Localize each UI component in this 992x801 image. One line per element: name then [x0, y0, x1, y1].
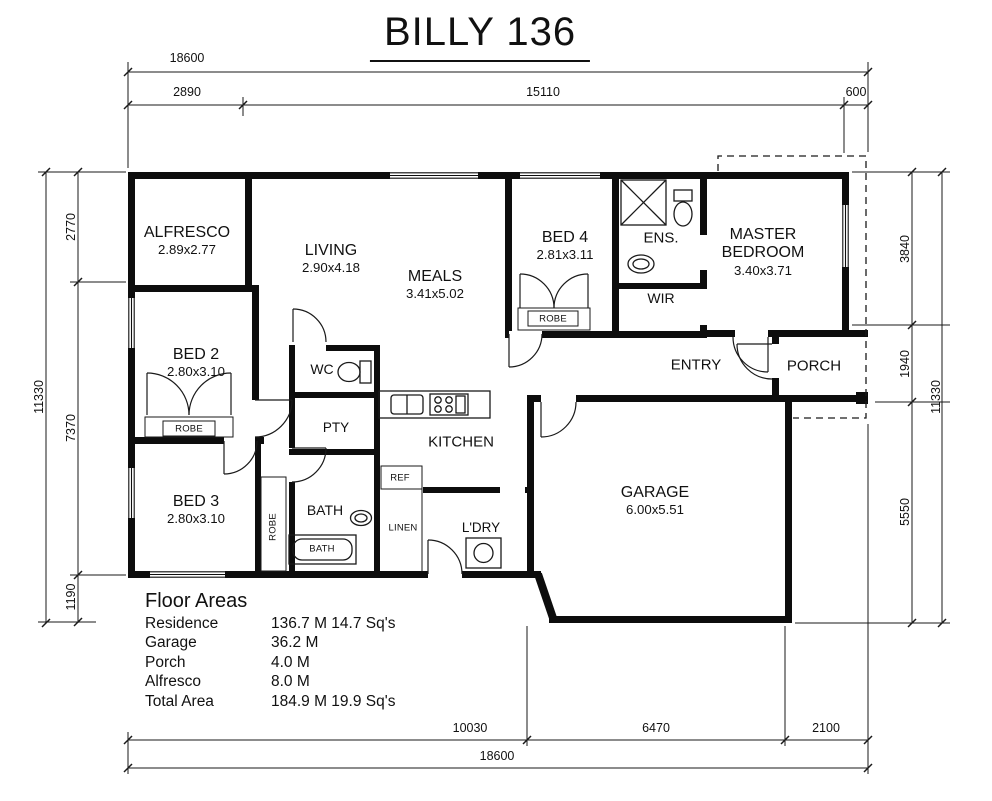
room-label-alfresco: ALFRESCO 2.89x2.77	[143, 224, 231, 258]
bathtub-icon	[288, 534, 357, 565]
floor-areas-heading: Floor Areas	[145, 590, 248, 612]
laundry-tub-icon	[465, 537, 502, 569]
room-label-bed4: BED 4 2.81x3.11	[536, 229, 594, 263]
basin-icon	[349, 509, 373, 527]
room-label-living: LIVING 2.90x4.18	[302, 242, 360, 276]
windows	[128, 172, 849, 578]
room-label-wir: WIR	[647, 289, 675, 306]
floor-area-row: Residence 136.7 M 14.7 Sq's	[145, 614, 395, 633]
walls	[128, 172, 868, 623]
floor-area-row: Garage 36.2 M	[145, 633, 395, 652]
room-label-ens: ENS.	[643, 229, 679, 247]
room-label-entry: ENTRY	[670, 356, 722, 374]
room-label-pty: PTY	[322, 420, 350, 436]
floor-area-value: 36.2 M	[271, 634, 319, 652]
fixtures	[144, 179, 693, 572]
robe-box	[144, 416, 234, 438]
room-label-bed3: BED 3 2.80x3.10	[167, 493, 225, 527]
robe-label-bed2: ROBE	[175, 423, 203, 435]
floor-area-label: Garage	[145, 634, 197, 652]
toilet-icon	[337, 360, 372, 384]
dim-top-overall: 18600	[169, 51, 205, 65]
floor-area-label: Total Area	[145, 692, 214, 710]
floor-area-value: 4.0 M	[271, 653, 310, 671]
dim-bottom-seg3: 2100	[812, 721, 840, 735]
shower-icon	[620, 179, 667, 226]
dim-right-seg2: 1940	[898, 350, 912, 378]
dim-top-seg2: 15110	[526, 85, 560, 99]
dim-left-seg3: 1190	[64, 583, 78, 611]
room-label-wc: WC	[310, 360, 334, 377]
toilet-icon	[673, 189, 693, 227]
dim-top-seg1: 2890	[173, 85, 201, 99]
dim-left-overall: 11330	[32, 380, 46, 414]
dim-right-seg1: 3840	[898, 235, 912, 263]
dim-left-seg1: 2770	[64, 213, 78, 241]
floor-area-row: Alfresco 8.0 M	[145, 672, 395, 691]
floor-area-value: 136.7 M 14.7 Sq's	[271, 615, 396, 632]
room-label-meals: MEALS 3.41x5.02	[406, 268, 464, 302]
robe-label-bed4: ROBE	[539, 313, 567, 325]
floor-areas-table: Residence 136.7 M 14.7 Sq's Garage 36.2 …	[145, 614, 395, 711]
floor-area-label: Alfresco	[145, 673, 201, 691]
roof-overhang-dashed	[717, 155, 867, 419]
dim-right-overall: 11330	[929, 380, 943, 414]
floor-area-label: Residence	[145, 615, 219, 632]
kitchen-bench	[378, 390, 491, 419]
floor-area-row: Total Area 184.9 M 19.9 Sq's	[145, 692, 395, 711]
robe-box	[517, 307, 591, 331]
robe-label-bed3: ROBE	[267, 513, 279, 541]
floor-area-row: Porch 4.0 M	[145, 653, 395, 672]
bathtub-label: BATH	[309, 543, 335, 555]
dimension-lines	[38, 62, 950, 774]
cooktop-icon	[429, 393, 469, 416]
room-label-garage: GARAGE 6.00x5.51	[620, 484, 690, 518]
plan-title: BILLY 136	[369, 10, 591, 62]
door-swings	[146, 273, 773, 575]
room-label-bath: BATH	[306, 501, 344, 518]
floor-area-value: 8.0 M	[271, 673, 310, 691]
dimension-ticks	[41, 67, 947, 773]
room-label-porch: PORCH	[786, 357, 842, 375]
floor-area-value: 184.9 M 19.9 Sq's	[271, 692, 396, 710]
basin-icon	[627, 254, 655, 274]
dim-bottom-seg1: 10030	[452, 721, 488, 735]
room-label-ldry: L'DRY	[461, 520, 501, 536]
room-label-kitchen: KITCHEN	[428, 433, 494, 451]
dim-bottom-seg2: 6470	[642, 721, 670, 735]
room-label-master: MASTER BEDROOM 3.40x3.71	[721, 226, 805, 278]
room-label-bed2: BED 2 2.80x3.10	[167, 346, 225, 380]
dim-right-seg3: 5550	[898, 498, 912, 526]
dim-bottom-overall: 18600	[479, 749, 515, 763]
robe-strip	[260, 476, 287, 572]
ref-nook	[380, 465, 423, 571]
dim-top-seg3: 600	[845, 85, 867, 99]
linen-label: LINEN	[388, 522, 418, 534]
ref-label: REF	[390, 472, 410, 484]
dim-left-seg2: 7370	[64, 414, 78, 442]
floor-area-label: Porch	[145, 653, 186, 671]
